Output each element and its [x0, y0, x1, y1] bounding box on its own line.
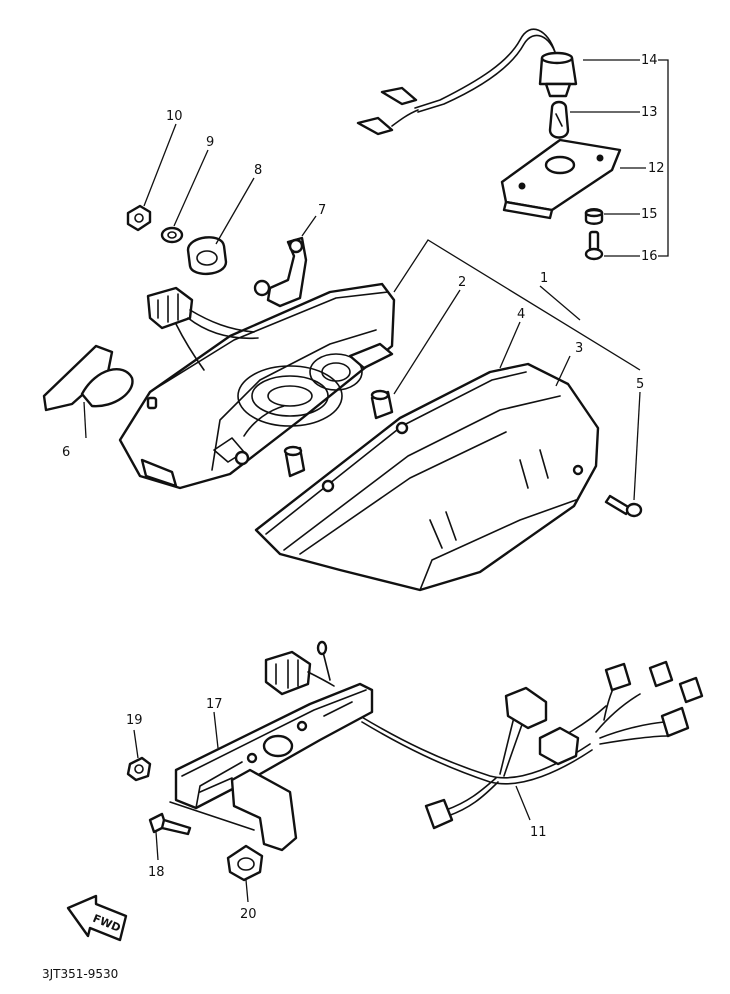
label-part-17: 17 — [206, 697, 223, 712]
label-part-11: 11 — [530, 825, 547, 840]
label-part-10: 10 — [166, 109, 183, 124]
part-6-gasket — [42, 344, 134, 412]
part-number-labels: 1 2 3 4 5 6 7 8 9 10 11 12 13 14 15 16 1… — [62, 53, 665, 922]
part-19-nut — [126, 756, 152, 782]
label-part-8: 8 — [254, 163, 262, 178]
part-8-grommet — [186, 236, 228, 275]
label-part-18: 18 — [148, 865, 165, 880]
part-9-washer — [160, 226, 184, 244]
drawing-code: 3JT351-9530 — [42, 967, 118, 981]
part-12-lamp-holder — [500, 138, 622, 220]
label-part-3: 3 — [575, 341, 583, 356]
part-5-screw — [604, 494, 643, 518]
part-18-screw — [148, 812, 192, 836]
part-2-screw-posts — [283, 389, 394, 478]
tail-lamp-housing — [118, 282, 396, 490]
part-13-bulb — [548, 100, 570, 139]
license-lamp-connector — [264, 640, 335, 696]
part-20-damper — [226, 844, 264, 882]
label-part-14: 14 — [641, 53, 658, 68]
housing-connector — [146, 286, 259, 371]
part-16-screw — [584, 230, 604, 261]
label-part-5: 5 — [636, 377, 644, 392]
part-7-bracket — [253, 236, 308, 308]
label-part-1: 1 — [540, 271, 548, 286]
socket-wire-assembly — [356, 28, 557, 136]
forward-direction-arrow: FWD — [66, 894, 128, 942]
part-14-socket — [538, 51, 578, 98]
label-part-12: 12 — [648, 161, 665, 176]
label-part-16: 16 — [641, 249, 658, 264]
label-part-15: 15 — [641, 207, 658, 222]
leader-lines — [83, 59, 669, 903]
part-3-lens — [254, 362, 600, 592]
label-part-2: 2 — [458, 275, 466, 290]
label-part-9: 9 — [206, 135, 214, 150]
label-part-19: 19 — [126, 713, 143, 728]
label-part-7: 7 — [318, 203, 326, 218]
part-10-nut — [126, 204, 152, 232]
part-17-license-bracket — [169, 682, 374, 852]
label-part-6: 6 — [62, 445, 70, 460]
harness-connectors — [424, 660, 704, 830]
part-15-grommet — [584, 208, 604, 225]
label-part-20: 20 — [240, 907, 257, 922]
label-part-4: 4 — [517, 307, 525, 322]
label-part-13: 13 — [641, 105, 658, 120]
